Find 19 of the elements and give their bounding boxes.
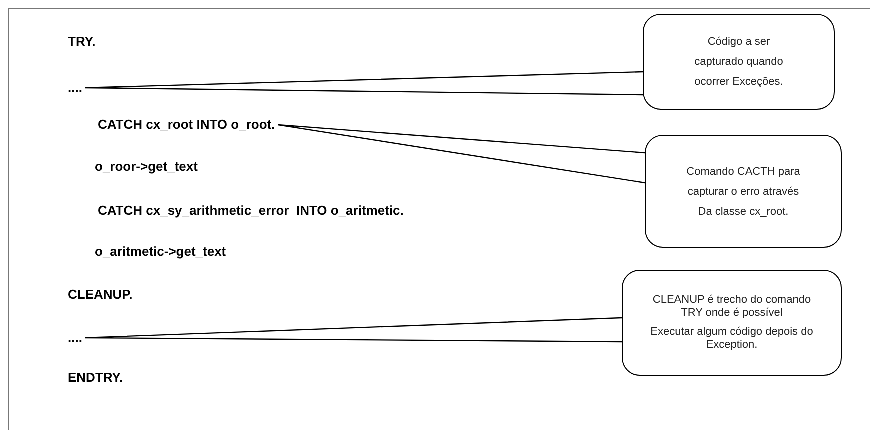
code-line: ....	[68, 330, 82, 346]
callout-pointer	[84, 71, 644, 96]
code-line: ....	[68, 80, 82, 96]
callout-text: Executar algum código depois do Exception.	[650, 326, 814, 352]
callout-pointer	[84, 317, 623, 343]
callout-bubble	[645, 135, 842, 248]
callout-pointer	[278, 124, 646, 184]
callout-text: CLEANUP é trecho do comando TRY onde é possível	[652, 294, 812, 320]
code-line: o_roor->get_text	[95, 159, 198, 175]
callout-bubble	[643, 14, 835, 110]
code-line: CATCH cx_root INTO o_root.	[98, 117, 276, 133]
callout-text: Código a ser capturado quando ocorrer Exceções.	[694, 35, 784, 90]
callout-text: Comando CACTH para capturar o erro através Da classe cx_root.	[686, 164, 801, 220]
code-line: TRY.	[68, 34, 96, 50]
code-line: o_aritmetic->get_text	[95, 244, 226, 260]
code-line: CLEANUP.	[68, 287, 133, 303]
callout-bubble	[622, 270, 842, 376]
code-line: ENDTRY.	[68, 370, 124, 386]
code-line: CATCH cx_sy_arithmetic_error INTO o_aritmetic.	[98, 203, 404, 219]
